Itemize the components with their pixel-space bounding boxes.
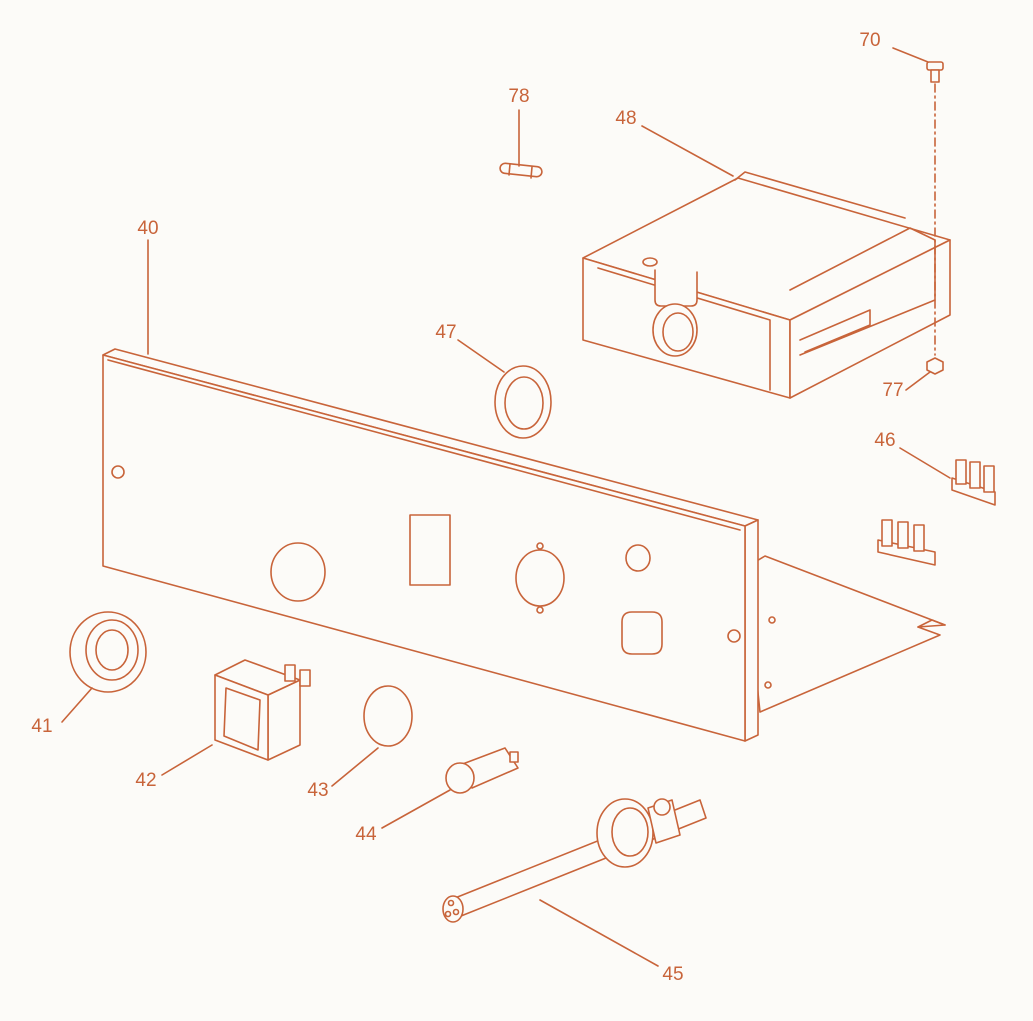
callout-46: 46: [874, 430, 895, 451]
box-inner-slot: [799, 309, 871, 353]
leader-lines: [61, 47, 951, 967]
box-top-ridge: [734, 171, 906, 219]
box-grommet-hole-inner: [662, 312, 694, 352]
probe-rod-hole: [452, 908, 460, 916]
panel-lamp-cutout-pin: [536, 606, 544, 614]
grommet-47-inner: [504, 376, 544, 430]
callout-43: 43: [307, 780, 328, 801]
callout-48: 48: [615, 108, 636, 129]
leader-48: [641, 125, 734, 177]
leader-77: [905, 371, 931, 391]
leader-70: [892, 47, 929, 63]
callout-41: 41: [31, 716, 52, 737]
fuse-body: [499, 162, 543, 178]
leader-41: [61, 687, 93, 723]
terminal-blade: [881, 519, 893, 547]
probe-flange-inner: [611, 807, 649, 857]
panel-face-inner-line: [107, 359, 741, 531]
leader-44: [381, 789, 451, 829]
part-70-screw: [926, 61, 944, 356]
panel-lamp-cutout: [515, 549, 565, 607]
terminal-blade: [955, 459, 967, 485]
part-77-nut: [926, 357, 944, 375]
callout-70: 70: [859, 30, 880, 51]
switch-terminal: [284, 664, 296, 682]
callout-labels: 40 41 42 43 44 45 46 47 48 70 77 78: [31, 30, 903, 985]
terminal-blade: [969, 461, 981, 489]
panel-screw-hole: [727, 629, 741, 643]
probe-nut-screw: [653, 798, 671, 816]
leader-47: [457, 339, 505, 373]
part-48-control-box: [582, 171, 951, 399]
part-78-fuse: [499, 162, 543, 179]
fuse-cap-line: [508, 163, 511, 176]
probe-rod-hole: [447, 899, 455, 907]
part-41-grommet: [69, 611, 147, 693]
callout-44: 44: [355, 824, 377, 845]
fuse-cap-line: [530, 166, 533, 179]
lamp-terminal: [509, 751, 519, 763]
part-46-terminal-blocks: [877, 459, 996, 566]
part-42-rocker-switch: [214, 659, 311, 761]
probe-rod-hole: [444, 910, 452, 918]
panel-round-cutout: [270, 542, 326, 602]
panel-lamp-cutout-pin: [536, 542, 544, 550]
box-top-hole: [642, 257, 658, 267]
leader-46: [899, 447, 951, 479]
screw-shank: [930, 69, 940, 83]
part-45-probe-rod: [442, 798, 707, 923]
callout-78: 78: [508, 86, 529, 107]
callout-47: 47: [435, 322, 456, 343]
panel-screw-hole: [111, 465, 125, 479]
terminal-blade: [983, 465, 995, 493]
panel-small-cutout: [625, 544, 651, 572]
base-plate-hole: [768, 616, 776, 624]
probe-rod-end: [442, 895, 464, 923]
terminal-blade: [897, 521, 909, 549]
switch-rocker: [223, 687, 261, 751]
part-43-blanking-disc: [363, 685, 413, 747]
leader-43: [331, 747, 379, 787]
panel-switch-cutout: [409, 514, 451, 586]
box-front-notch: [654, 269, 698, 307]
leader-42: [161, 744, 213, 776]
panel-base-plate: [744, 555, 946, 713]
callout-40: 40: [137, 218, 158, 239]
part-47-grommet: [494, 365, 552, 439]
leader-45: [539, 899, 659, 967]
blanking-disc: [363, 685, 413, 747]
callout-77: 77: [882, 380, 903, 401]
nut-body: [926, 357, 944, 375]
part-40-control-panel: [102, 348, 946, 742]
callout-42: 42: [135, 770, 156, 791]
grommet-41-inner: [95, 629, 129, 671]
terminal-blade: [913, 524, 925, 552]
switch-terminal: [299, 669, 311, 687]
base-plate-flange: [917, 619, 946, 628]
part-44-indicator-lamp: [445, 747, 519, 794]
panel-probe-cutout: [621, 611, 663, 655]
base-plate-hole: [764, 681, 772, 689]
callout-45: 45: [662, 964, 683, 985]
screw-head: [926, 61, 944, 71]
lamp-lens: [445, 762, 475, 794]
panel-side-edge: [744, 519, 759, 742]
